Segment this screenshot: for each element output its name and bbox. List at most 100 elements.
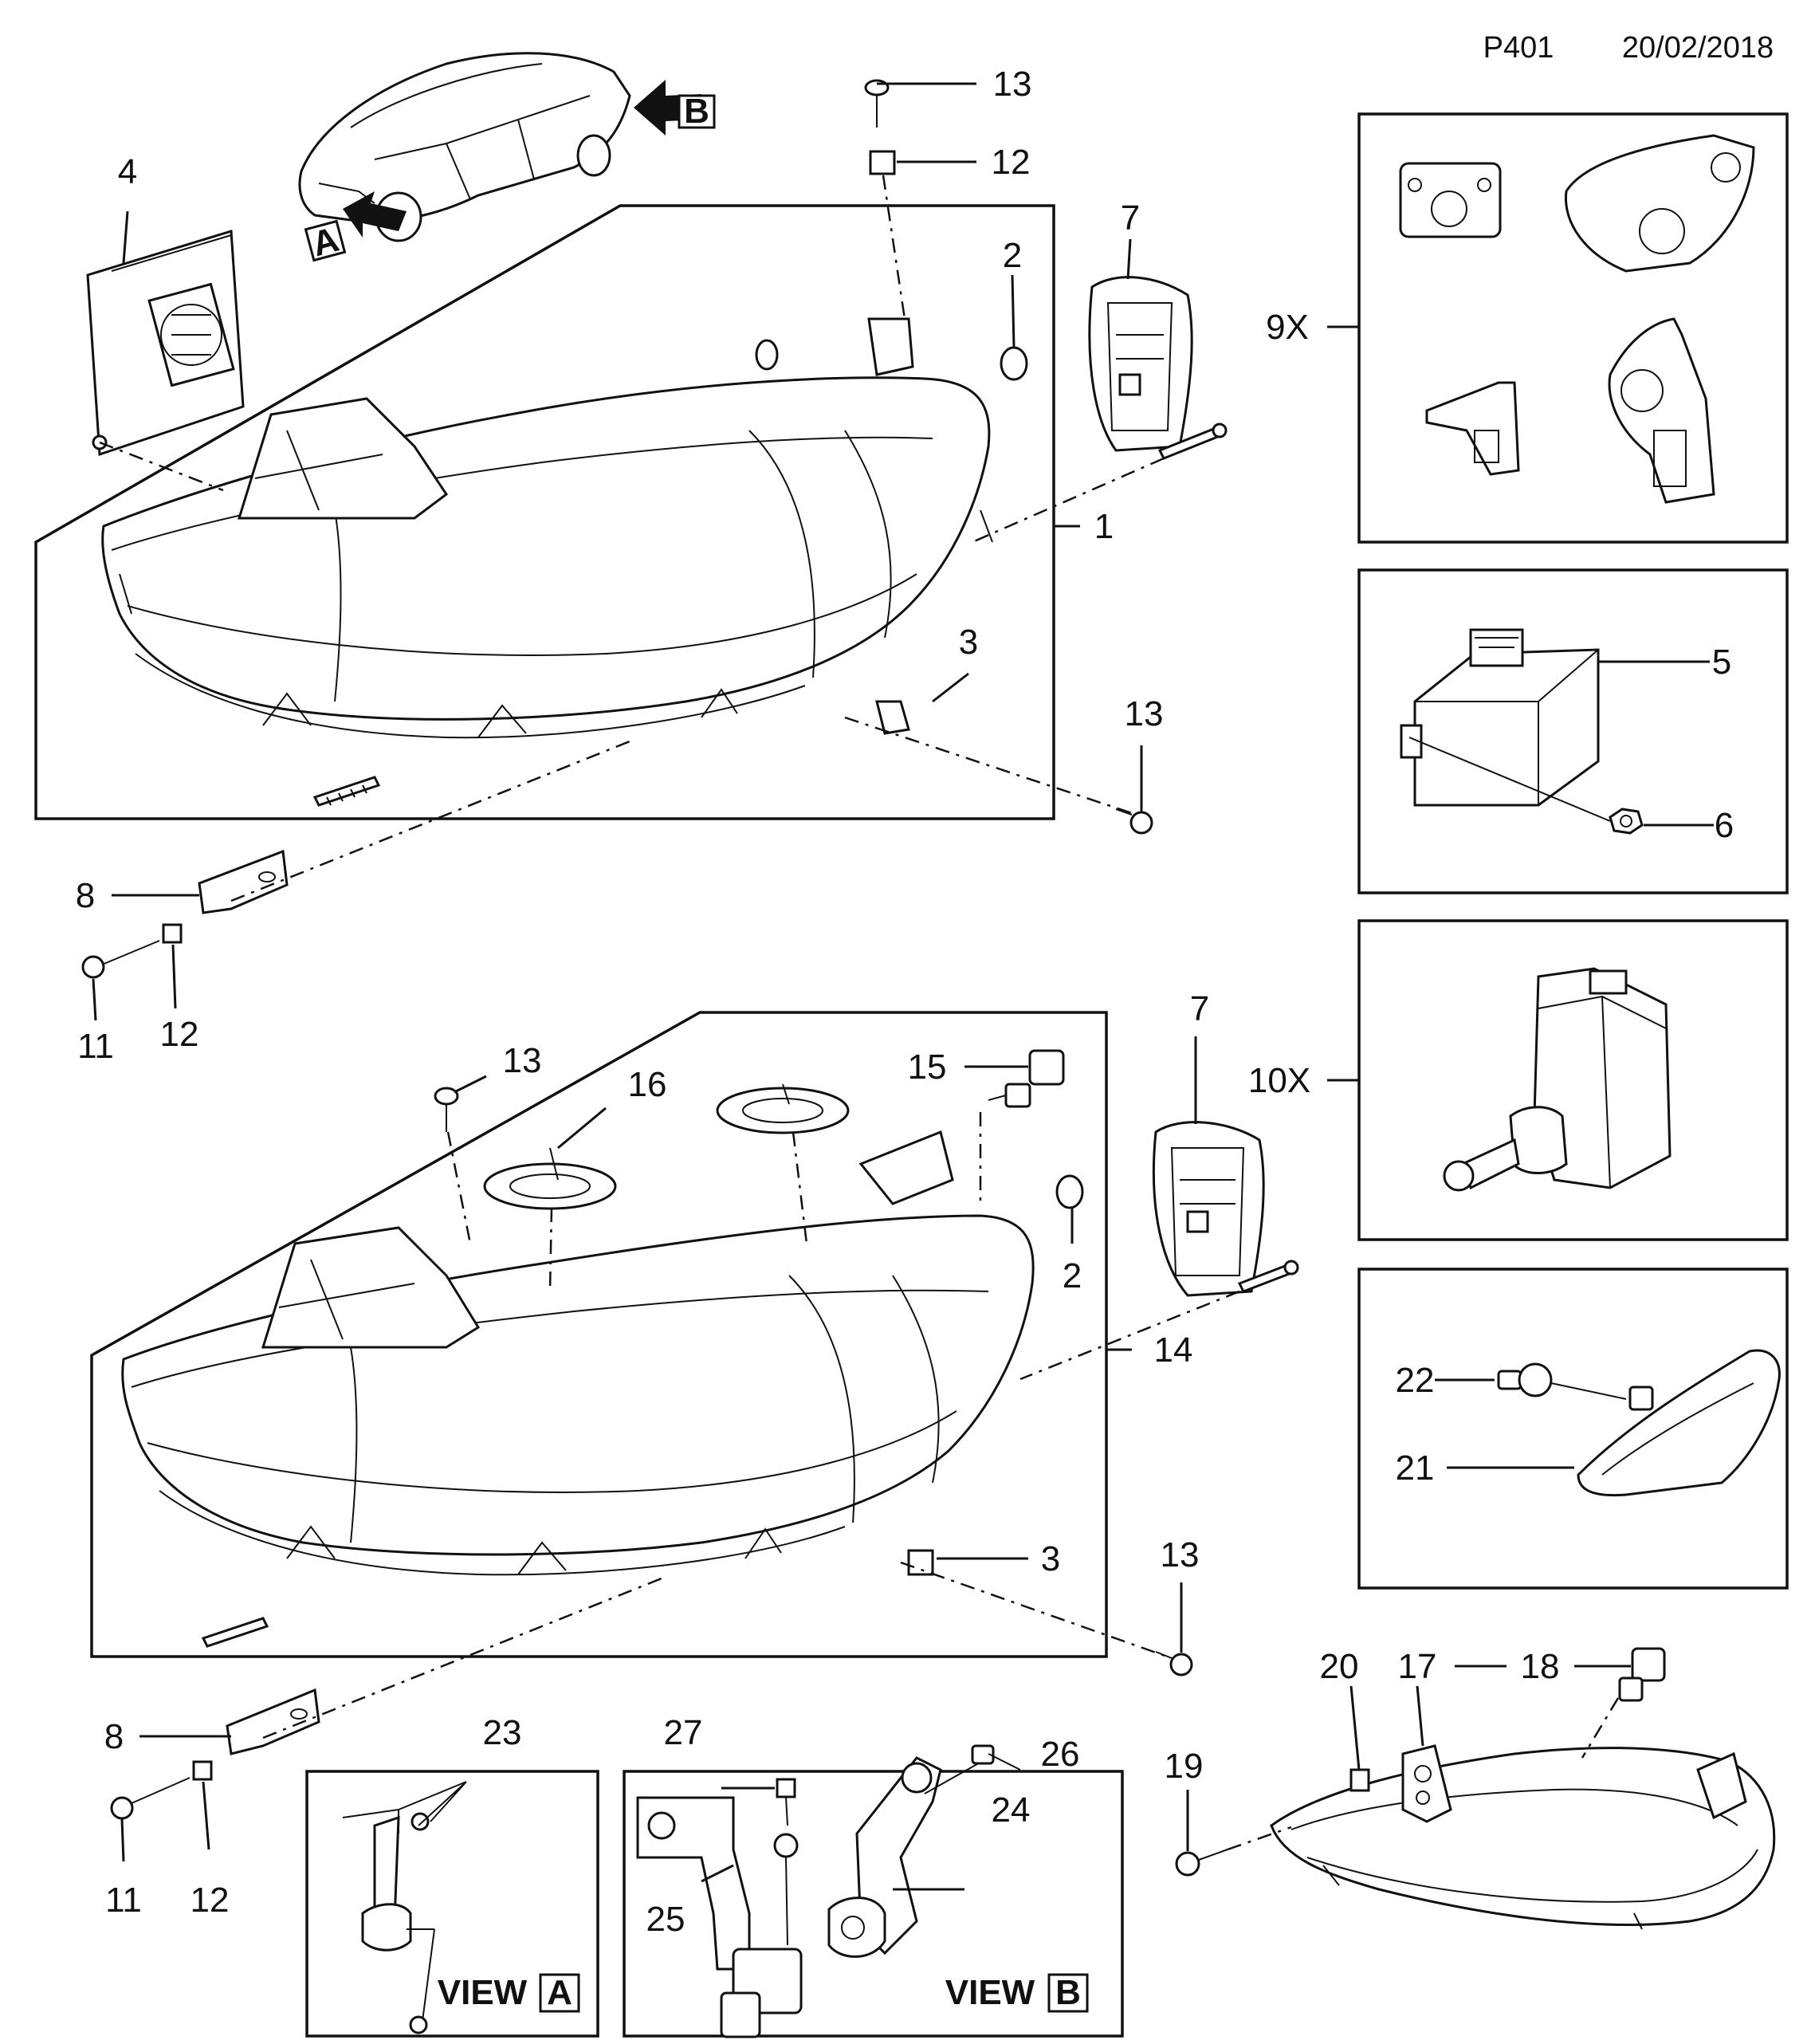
grommet-left xyxy=(755,339,779,371)
actuator-10x xyxy=(1443,967,1672,1192)
callout-25: 25 xyxy=(646,1900,686,1939)
leader-22-tail xyxy=(1550,1382,1627,1400)
clip-20 xyxy=(1349,1768,1370,1792)
screw-19 xyxy=(1175,1849,1228,1877)
module-5 xyxy=(1400,628,1600,807)
leader-6-shaft xyxy=(1408,737,1611,822)
page-code: P401 xyxy=(1483,31,1554,65)
bulb-22 xyxy=(1497,1362,1553,1397)
leader-23 xyxy=(398,1781,467,1826)
view-a-word: VIEW xyxy=(438,1973,528,2012)
leader-13-mid-line xyxy=(454,1075,487,1094)
leader-16-left xyxy=(548,1207,553,1292)
leader-7-top-line xyxy=(1126,238,1132,280)
view-b-arrow: B xyxy=(634,80,716,136)
callout-11-lower: 11 xyxy=(105,1881,142,1920)
leader-3-top xyxy=(844,716,1133,815)
control-module xyxy=(86,230,245,457)
page-date: 20/02/2018 xyxy=(1622,31,1774,65)
bracket-8-lower xyxy=(110,1688,320,1820)
leader-11-lower xyxy=(120,1818,125,1862)
lower-headlamp-frame xyxy=(90,1011,1108,1658)
clip-3-top xyxy=(875,700,910,735)
callout-12-lower: 12 xyxy=(191,1881,230,1920)
leader-7-lower xyxy=(1019,1290,1240,1381)
callout-3-top: 3 xyxy=(959,623,978,662)
link-rod-27 xyxy=(773,1778,799,1946)
leader-3-top-line xyxy=(932,672,969,703)
lower-headlamp-assembly xyxy=(121,1130,1035,1576)
callout-13-lower: 13 xyxy=(1161,1535,1200,1574)
leader-12-lower xyxy=(202,1781,210,1850)
view-a-letter: A xyxy=(547,1973,572,2012)
callout-10x: 10X xyxy=(1248,1061,1310,1100)
clip-3-lower xyxy=(907,1549,934,1576)
callout-13-top: 13 xyxy=(993,65,1032,104)
bulb-15 xyxy=(988,1049,1065,1108)
screw-item-7-lower xyxy=(1237,1260,1299,1293)
leader-11-top xyxy=(92,978,97,1021)
grommet-right xyxy=(1000,346,1028,381)
leader-17 xyxy=(1416,1685,1424,1747)
leader-7-top xyxy=(972,457,1165,544)
callout-11-top: 11 xyxy=(77,1027,114,1066)
nut-6 xyxy=(1609,808,1644,835)
fog-lamp-assembly xyxy=(1270,1744,1776,1930)
callout-5: 5 xyxy=(1712,643,1731,682)
cover-16-right xyxy=(716,1083,850,1134)
bulb-socket-lower xyxy=(1152,1121,1265,1297)
top-screw-stack xyxy=(864,79,906,320)
callout-3-lower: 3 xyxy=(1041,1539,1060,1578)
box-21-22 xyxy=(1357,1268,1789,1590)
callout-19: 19 xyxy=(1165,1747,1204,1786)
callout-17: 17 xyxy=(1398,1647,1437,1686)
screw-13-right xyxy=(1115,808,1153,835)
callout-22: 22 xyxy=(1396,1361,1435,1400)
callout-21: 21 xyxy=(1396,1448,1435,1488)
callout-1: 1 xyxy=(1094,507,1114,546)
bulb-socket-top xyxy=(1088,276,1193,452)
callout-12-top: 12 xyxy=(992,143,1031,182)
leader-4 xyxy=(99,441,224,492)
view-b-word: VIEW xyxy=(945,1973,1035,2012)
leader-16-line xyxy=(557,1107,607,1150)
view-a-box xyxy=(305,1770,599,2038)
bulb-18 xyxy=(1618,1647,1666,1702)
leader-25 xyxy=(701,1864,734,1883)
callout-6: 6 xyxy=(1715,806,1734,845)
brackets-9x xyxy=(1399,134,1755,504)
callout-23: 23 xyxy=(483,1713,522,1752)
callout-13-right: 13 xyxy=(1125,694,1164,733)
leader-4-line xyxy=(122,210,129,264)
view-b-box xyxy=(623,1770,1124,2038)
leader-12-mid xyxy=(171,944,177,1009)
callout-18: 18 xyxy=(1521,1647,1560,1686)
view-b-badge: B xyxy=(684,92,709,131)
callout-2-lower: 2 xyxy=(1063,1256,1082,1295)
view-a-label-box xyxy=(539,1973,580,2013)
callout-7-top: 7 xyxy=(1121,199,1140,238)
sensor-24 xyxy=(827,1744,995,1958)
callout-20: 20 xyxy=(1320,1647,1359,1686)
side-marker-21 xyxy=(1577,1349,1781,1497)
view-a-arrow: A xyxy=(304,191,407,264)
leader-16-right xyxy=(792,1131,808,1244)
cover-16-left xyxy=(483,1147,617,1210)
lower-lower-screw xyxy=(201,1617,269,1648)
bracket-25 xyxy=(636,1796,803,2038)
screw-item-7-top xyxy=(1157,423,1228,460)
grommet-lower xyxy=(1055,1174,1084,1209)
callout-2-top: 2 xyxy=(1003,236,1022,275)
leader-8-lower xyxy=(262,1577,662,1739)
bracket-8-top xyxy=(81,849,289,979)
callout-9x: 9X xyxy=(1266,308,1309,347)
callout-8-top: 8 xyxy=(76,876,95,915)
callout-12-mid: 12 xyxy=(160,1015,199,1054)
leader-8-top xyxy=(230,740,631,902)
callout-27: 27 xyxy=(664,1713,703,1752)
callout-13-mid: 13 xyxy=(503,1041,542,1080)
leader-3-lower xyxy=(900,1561,1173,1660)
view-b-label-box xyxy=(1047,1973,1089,2013)
box-5-6 xyxy=(1357,568,1789,894)
